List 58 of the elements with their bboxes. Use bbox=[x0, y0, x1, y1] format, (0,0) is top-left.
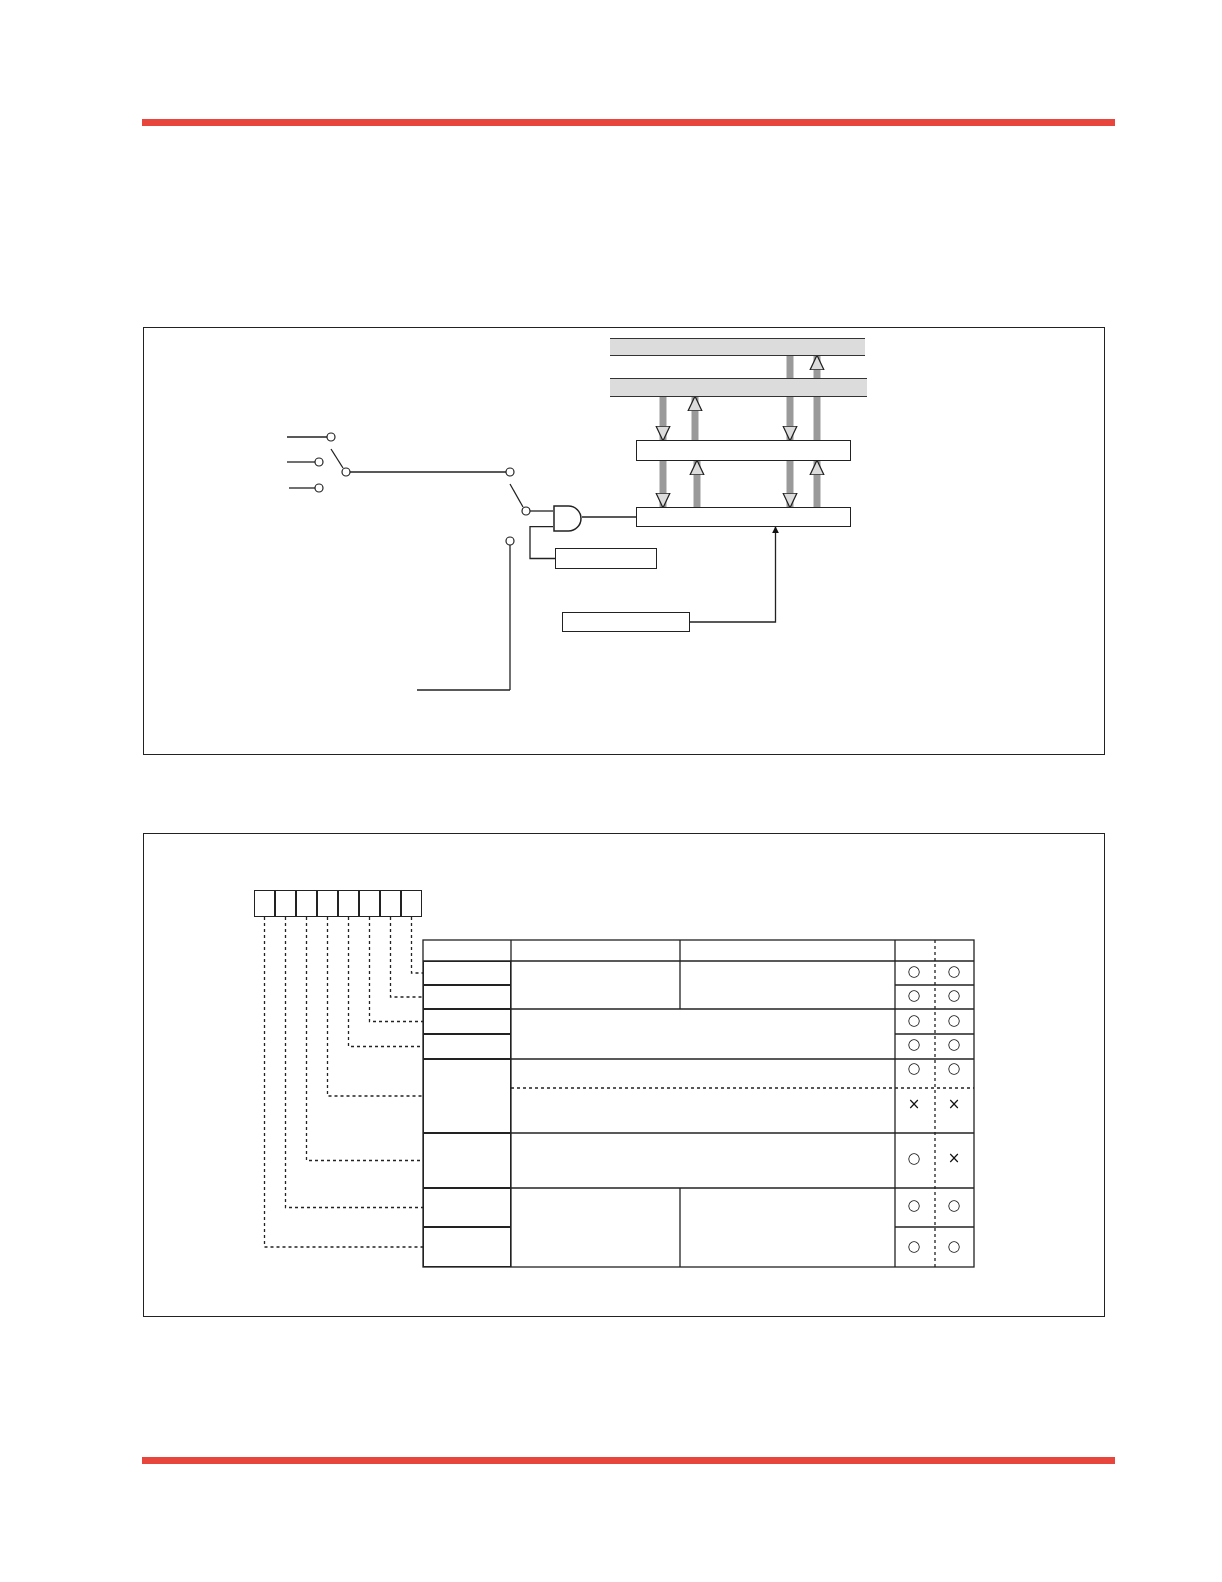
status-mark: ○ bbox=[946, 1197, 962, 1213]
leader-line bbox=[284, 916, 424, 1209]
bit-cell bbox=[296, 890, 317, 917]
register-box bbox=[555, 548, 657, 569]
status-mark: ○ bbox=[906, 1238, 922, 1254]
status-mark: ○ bbox=[906, 1060, 922, 1076]
status-mark: × bbox=[946, 1096, 962, 1112]
status-mark: ○ bbox=[946, 1238, 962, 1254]
bus-arrow bbox=[782, 461, 798, 509]
status-mark: ○ bbox=[906, 1012, 922, 1028]
and-gate bbox=[553, 505, 582, 532]
status-mark: ○ bbox=[946, 1060, 962, 1076]
leader-line bbox=[389, 916, 424, 998]
signal-line bbox=[581, 516, 637, 518]
signal-line bbox=[529, 525, 556, 560]
table-cell bbox=[423, 985, 511, 1009]
status-mark: ○ bbox=[906, 963, 922, 979]
bus-arrow bbox=[782, 356, 798, 442]
data-bus-bar bbox=[610, 378, 867, 397]
leader-line bbox=[410, 916, 424, 974]
bit-cell bbox=[338, 890, 359, 917]
leader-line bbox=[263, 916, 424, 1248]
leader-line bbox=[368, 916, 424, 1023]
table-cell bbox=[423, 1034, 511, 1059]
table-cell bbox=[423, 1009, 511, 1034]
status-mark: ○ bbox=[906, 1150, 922, 1166]
table-cell bbox=[423, 1133, 511, 1188]
status-mark: × bbox=[946, 1150, 962, 1166]
bit-cell bbox=[359, 890, 380, 917]
status-mark: ○ bbox=[946, 963, 962, 979]
status-mark: ○ bbox=[946, 1036, 962, 1052]
register-box bbox=[636, 440, 851, 461]
status-mark: ○ bbox=[906, 1036, 922, 1052]
status-mark: ○ bbox=[906, 1197, 922, 1213]
table-cell bbox=[423, 961, 511, 985]
bus-arrow bbox=[809, 459, 825, 507]
data-bus-bar bbox=[610, 338, 865, 356]
bus-arrow bbox=[655, 397, 671, 442]
register-box bbox=[562, 612, 690, 632]
bit-cell bbox=[401, 890, 422, 917]
table-cell bbox=[423, 1188, 511, 1227]
bit-cell bbox=[254, 890, 275, 917]
bus-arrow bbox=[689, 459, 705, 507]
bit-cell bbox=[380, 890, 401, 917]
table-cell bbox=[423, 1059, 511, 1133]
leader-line bbox=[326, 916, 424, 1097]
bit-cell bbox=[275, 890, 296, 917]
bus-arrow bbox=[809, 354, 825, 440]
bus-arrow bbox=[655, 461, 671, 509]
status-mark: ○ bbox=[906, 987, 922, 1003]
status-mark: ○ bbox=[946, 987, 962, 1003]
bus-arrow bbox=[687, 395, 703, 440]
signal-line bbox=[689, 526, 779, 623]
status-mark: ○ bbox=[946, 1012, 962, 1028]
table-cell bbox=[423, 1227, 511, 1267]
status-mark: × bbox=[906, 1096, 922, 1112]
bit-cell bbox=[317, 890, 338, 917]
register-box bbox=[636, 507, 851, 527]
